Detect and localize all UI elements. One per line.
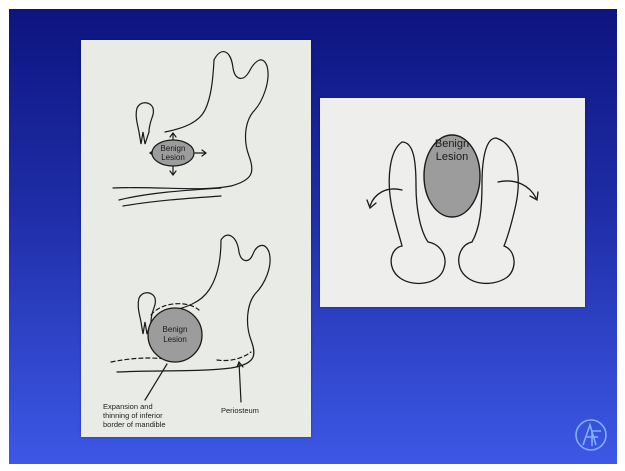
right-lesion-label-line1: Benign: [428, 138, 476, 151]
expansion-annotation-line2: thinning of inferior: [103, 411, 166, 420]
top-tooth: [136, 103, 153, 144]
mandible-drawings: [81, 40, 311, 437]
slide: Benign Lesion Benign Lesion Expansion an…: [9, 9, 617, 464]
expansion-annotation: Expansion and thinning of inferior borde…: [103, 402, 166, 429]
top-mandible-inner: [165, 60, 214, 132]
expansion-annotation-line1: Expansion and: [103, 402, 166, 411]
bottom-lesion-label: Benign Lesion: [153, 325, 197, 345]
bottom-lesion-label-line1: Benign: [153, 325, 197, 335]
right-lesion-label: Benign Lesion: [428, 138, 476, 164]
mandible-diagram-panel: Benign Lesion Benign Lesion Expansion an…: [81, 40, 311, 437]
top-mandible-lower-border: [119, 188, 221, 200]
top-lesion-label: Benign Lesion: [153, 144, 193, 162]
cross-section-drawing: [320, 98, 585, 307]
expansion-annotation-line3: border of mandible: [103, 420, 166, 429]
af-monogram-icon: [574, 418, 608, 452]
cross-section-diagram-panel: Benign Lesion: [320, 98, 585, 307]
top-lesion-label-line1: Benign: [153, 144, 193, 153]
right-lesion-label-line2: Lesion: [428, 151, 476, 164]
bottom-lesion-label-line2: Lesion: [153, 335, 197, 345]
bottom-mandible-periosteum: [217, 352, 251, 361]
periosteum-annotation: Periosteum: [221, 406, 259, 415]
bottom-mandible-inner: [165, 240, 221, 312]
top-lesion-label-line2: Lesion: [153, 153, 193, 162]
top-mandible-lower-border-2: [123, 196, 221, 206]
